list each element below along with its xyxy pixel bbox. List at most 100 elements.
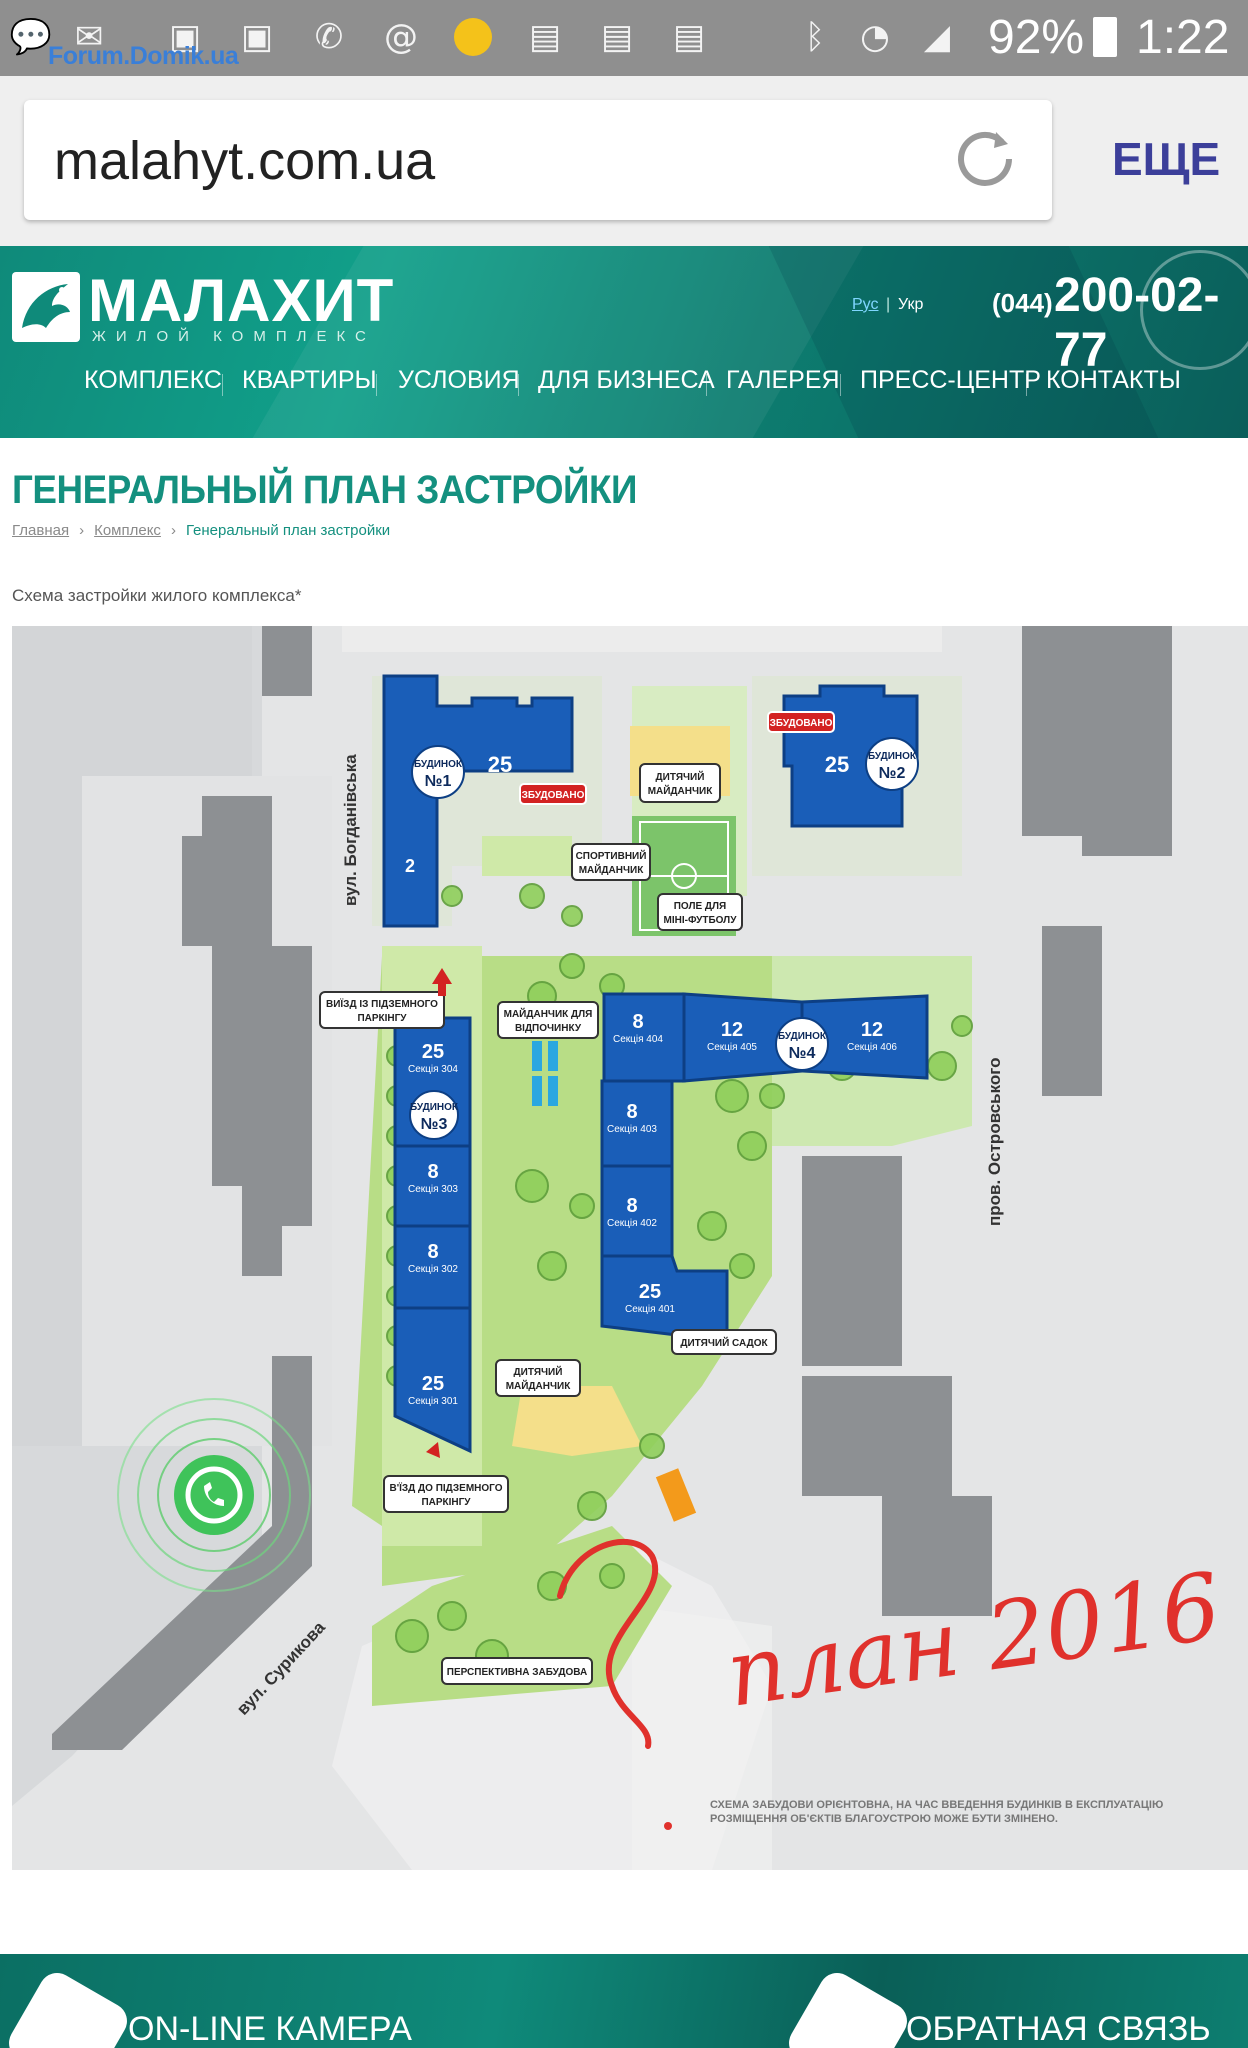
svg-text:БУДИНОК: БУДИНОК xyxy=(414,759,463,770)
image-icon: ▣ xyxy=(168,17,202,57)
svg-text:Секція 404: Секція 404 xyxy=(613,1034,663,1045)
nav-item-press[interactable]: ПРЕСС-ЦЕНТР xyxy=(860,366,1041,394)
svg-text:ЗБУДОВАНО: ЗБУДОВАНО xyxy=(770,718,833,729)
online-camera-link[interactable]: ON-LINE КАМЕРА xyxy=(128,2010,412,2048)
nav-separator xyxy=(518,374,519,396)
svg-text:8: 8 xyxy=(626,1101,637,1123)
breadcrumb-current: Генеральный план застройки xyxy=(185,522,391,539)
building-4[interactable] xyxy=(600,992,929,1343)
house-1-circle xyxy=(411,745,465,799)
svg-text:МІНІ-ФУТБОЛУ: МІНІ-ФУТБОЛУ xyxy=(664,915,738,926)
house-4-circle xyxy=(775,1017,829,1071)
svg-text:8: 8 xyxy=(427,1161,438,1183)
svg-text:Секція 403: Секція 403 xyxy=(607,1124,657,1135)
svg-text:25: 25 xyxy=(422,1041,444,1063)
svg-text:№4: №4 xyxy=(789,1045,816,1062)
signal-icon: ◢ xyxy=(923,17,951,57)
feedback-link[interactable]: ОБРАТНАЯ СВЯЗЬ xyxy=(906,2010,1211,2048)
viber-icon: ✆ xyxy=(314,17,344,57)
svg-text:№1: №1 xyxy=(425,773,452,790)
house-2-circle xyxy=(865,737,919,791)
svg-text:ВИЇЗД ІЗ ПІДЗЕМНОГО: ВИЇЗД ІЗ ПІДЗЕМНОГО xyxy=(326,997,438,1010)
svg-text:ДИТЯЧИЙ: ДИТЯЧИЙ xyxy=(656,770,705,783)
svg-text:Секція 406: Секція 406 xyxy=(847,1042,897,1053)
nav-item-business[interactable]: ДЛЯ БИЗНЕСА xyxy=(538,366,715,394)
svg-text:ЗБУДОВАНО: ЗБУДОВАНО xyxy=(522,790,585,801)
mail-icon: ✉ xyxy=(74,17,104,57)
scheme-caption: Схема застройки жилого комплекса* xyxy=(12,586,302,605)
svg-text:25: 25 xyxy=(422,1373,444,1395)
nav-item-conditions[interactable]: УСЛОВИЯ xyxy=(398,366,520,394)
nav-item-apartments[interactable]: КВАРТИРЫ xyxy=(242,366,377,394)
svg-text:БУДИНОК: БУДИНОК xyxy=(778,1031,827,1042)
breadcrumb: Главная›Комплекс›Генеральный план застро… xyxy=(12,522,391,539)
reload-icon[interactable] xyxy=(952,126,1018,192)
svg-text:№2: №2 xyxy=(879,765,906,782)
lang-ua-link[interactable]: Укр xyxy=(898,296,924,313)
breadcrumb-complex-link[interactable]: Комплекс xyxy=(94,522,161,539)
svg-text:ВІДПОЧИНКУ: ВІДПОЧИНКУ xyxy=(515,1023,582,1034)
weather-icon xyxy=(450,14,496,60)
svg-text:БУДИНОК: БУДИНОК xyxy=(868,751,917,762)
svg-text:2: 2 xyxy=(405,856,415,876)
main-nav: КОМПЛЕКС КВАРТИРЫ УСЛОВИЯ ДЛЯ БИЗНЕСА ГА… xyxy=(0,366,1248,406)
disclaimer-line-2: РОЗМІЩЕННЯ ОБ'ЄКТІВ БЛАГОУСТРОЮ МОЖЕ БУТ… xyxy=(710,1813,1058,1825)
site-header: МАЛАХИТ ЖИЛОЙ КОМПЛЕКС Рус | Укр (044) 2… xyxy=(0,246,1248,438)
building-1[interactable] xyxy=(382,674,574,928)
more-button[interactable]: ЕЩЕ xyxy=(1112,133,1221,185)
svg-text:МАЙДАНЧИК: МАЙДАНЧИК xyxy=(579,863,645,876)
whatsapp-button[interactable] xyxy=(117,1398,311,1592)
nav-item-gallery[interactable]: ГАЛЕРЕЯ xyxy=(726,366,840,394)
svg-text:25: 25 xyxy=(825,752,849,777)
svg-text:8: 8 xyxy=(632,1011,643,1033)
nav-item-contacts[interactable]: КОНТАКТЫ xyxy=(1046,366,1181,394)
svg-text:Секція 301: Секція 301 xyxy=(408,1396,458,1407)
breadcrumb-home-link[interactable]: Главная xyxy=(12,522,70,539)
street-ostrovskogo: пров. Островського xyxy=(985,1057,1004,1226)
svg-text:ПЕРСПЕКТИВНА ЗАБУДОВА: ПЕРСПЕКТИВНА ЗАБУДОВА xyxy=(447,1667,587,1678)
screenshot-icon: ▤ xyxy=(528,17,562,57)
building-3[interactable] xyxy=(393,1016,472,1454)
svg-text:12: 12 xyxy=(721,1019,743,1041)
svg-text:ПОЛЕ ДЛЯ: ПОЛЕ ДЛЯ xyxy=(674,901,727,912)
nav-separator xyxy=(1026,374,1027,396)
svg-text:№3: №3 xyxy=(421,1116,448,1133)
clock: 1:22 xyxy=(1136,11,1230,64)
svg-text:Секція 402: Секція 402 xyxy=(607,1218,657,1229)
at-icon: @ xyxy=(384,17,418,57)
disclaimer-line-1: СХЕМА ЗАБУДОВИ ОРІЄНТОВНА, НА ЧАС ВВЕДЕН… xyxy=(710,1799,1163,1811)
address-bar[interactable]: malahyt.com.ua xyxy=(24,100,1052,220)
url-text[interactable]: malahyt.com.ua xyxy=(54,131,436,191)
lang-separator: | xyxy=(886,296,891,313)
svg-text:ДИТЯЧИЙ: ДИТЯЧИЙ xyxy=(514,1365,563,1378)
lang-ru-link[interactable]: Рус xyxy=(852,296,879,313)
logo-subtitle: ЖИЛОЙ КОМПЛЕКС xyxy=(92,328,376,345)
svg-text:ПАРКІНГУ: ПАРКІНГУ xyxy=(421,1497,471,1508)
lizard-logo-icon[interactable] xyxy=(12,272,80,342)
svg-text:Секція 302: Секція 302 xyxy=(408,1264,458,1275)
svg-text:Секція 303: Секція 303 xyxy=(408,1184,458,1195)
svg-text:В'ЇЗД ДО ПІДЗЕМНОГО: В'ЇЗД ДО ПІДЗЕМНОГО xyxy=(390,1481,503,1494)
callback-circle-icon[interactable] xyxy=(1140,250,1248,370)
watermark: Forum.Domik.ua xyxy=(48,42,239,70)
nav-item-complex[interactable]: КОМПЛЕКС xyxy=(84,366,222,394)
logo-title[interactable]: МАЛАХИТ xyxy=(88,267,395,334)
battery-percent: 92% xyxy=(988,11,1085,64)
browser-toolbar: malahyt.com.ua ЕЩЕ xyxy=(0,76,1248,246)
page-title: ГЕНЕРАЛЬНЫЙ ПЛАН ЗАСТРОЙКИ xyxy=(12,468,637,512)
whatsapp-icon xyxy=(204,1482,224,1506)
feedback-icon[interactable] xyxy=(782,1966,914,2048)
camera-icon[interactable] xyxy=(2,1966,134,2048)
handwritten-question-mark xyxy=(557,1538,659,1749)
phone-code: (044) xyxy=(992,288,1053,318)
svg-text:МАЙДАНЧИК: МАЙДАНЧИК xyxy=(648,784,714,797)
screenshot-icon: ▤ xyxy=(672,17,706,57)
house-3-circle xyxy=(409,1090,459,1140)
wifi-icon: ◔ xyxy=(860,17,890,57)
image-icon: ▣ xyxy=(240,17,274,57)
nav-separator xyxy=(706,374,707,396)
nav-separator xyxy=(376,374,377,396)
entry-arrow-icon xyxy=(426,1442,440,1458)
svg-text:Секція 405: Секція 405 xyxy=(707,1042,757,1053)
svg-text:8: 8 xyxy=(427,1241,438,1263)
